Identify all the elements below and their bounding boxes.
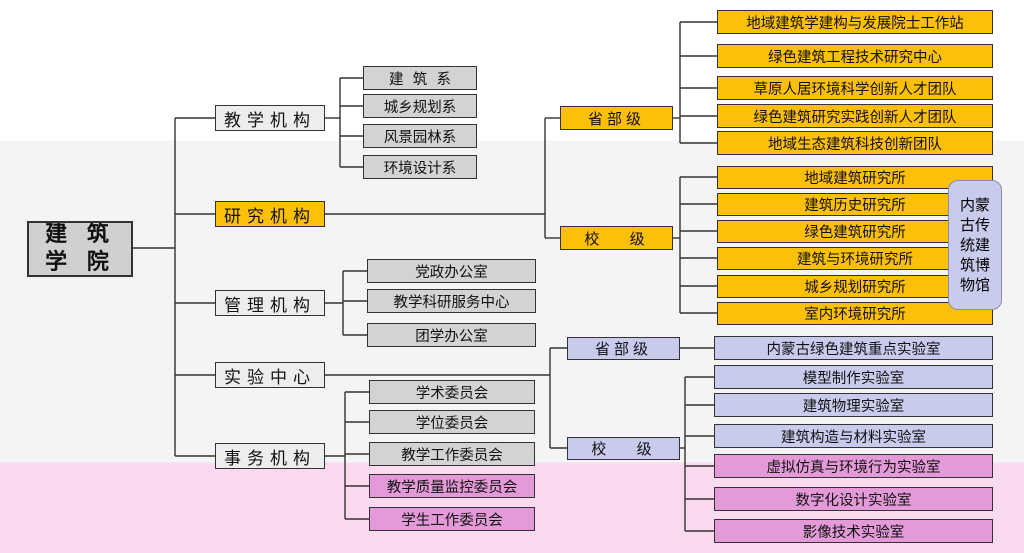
root-line-1: 建 筑 xyxy=(45,222,115,247)
teaching-unit: 建 筑 系 xyxy=(363,66,477,90)
lab-school-item: 虚拟仿真与环境行为实验室 xyxy=(714,454,993,478)
lab-school-item: 建筑构造与材料实验室 xyxy=(714,424,993,448)
root-line-2: 学 院 xyxy=(45,250,115,275)
research-provincial-item: 地域建筑学建构与发展院士工作站 xyxy=(717,10,993,34)
node-research: 研究机构 xyxy=(215,201,325,227)
lab-school-item: 数字化设计实验室 xyxy=(714,487,993,511)
research-school-item: 地域建筑研究所 xyxy=(717,166,993,189)
research-school-item: 绿色建筑研究所 xyxy=(717,220,993,243)
research-school-item: 城乡规划研究所 xyxy=(717,275,993,298)
teaching-unit: 城乡规划系 xyxy=(363,94,477,118)
affairs-unit: 学术委员会 xyxy=(369,380,535,404)
research-provincial-item: 地域生态建筑科技创新团队 xyxy=(717,131,993,155)
management-unit: 教学科研服务中心 xyxy=(367,289,536,313)
lab-provincial-level: 省部级 xyxy=(567,337,680,360)
research-provincial-item: 绿色建筑工程技术研究中心 xyxy=(717,44,993,68)
lab-school-item: 建筑物理实验室 xyxy=(714,393,993,417)
research-provincial-item: 草原人居环境科学创新人才团队 xyxy=(717,76,993,100)
lab-school-level: 校 级 xyxy=(567,437,680,460)
node-management: 管理机构 xyxy=(215,290,325,316)
research-school-item: 室内环境研究所 xyxy=(717,302,993,325)
teaching-unit: 风景园林系 xyxy=(363,124,477,148)
research-provincial-item: 绿色建筑研究实践创新人才团队 xyxy=(717,104,993,128)
affairs-unit: 教学工作委员会 xyxy=(369,442,535,466)
management-unit: 党政办公室 xyxy=(367,259,536,283)
research-school-level: 校 级 xyxy=(560,226,673,250)
management-unit: 团学办公室 xyxy=(367,323,536,347)
affairs-unit: 教学质量监控委员会 xyxy=(369,474,535,498)
research-school-item: 建筑与环境研究所 xyxy=(717,247,993,270)
node-lab-center: 实验中心 xyxy=(215,362,325,388)
root-node: 建 筑 学 院 xyxy=(27,221,133,277)
research-school-item: 建筑历史研究所 xyxy=(717,193,993,216)
node-affairs: 事务机构 xyxy=(215,443,325,469)
affairs-unit: 学生工作委员会 xyxy=(369,507,535,531)
node-teaching: 教学机构 xyxy=(215,105,325,131)
teaching-unit: 环境设计系 xyxy=(363,155,477,179)
lab-provincial-item: 内蒙古绿色建筑重点实验室 xyxy=(714,336,993,360)
research-provincial-level: 省部级 xyxy=(560,106,673,130)
lab-school-item: 模型制作实验室 xyxy=(714,365,993,389)
affairs-unit: 学位委员会 xyxy=(369,410,535,434)
museum-callout: 内蒙古传统建筑博物馆 xyxy=(948,180,1002,310)
lab-school-item: 影像技术实验室 xyxy=(714,519,993,543)
